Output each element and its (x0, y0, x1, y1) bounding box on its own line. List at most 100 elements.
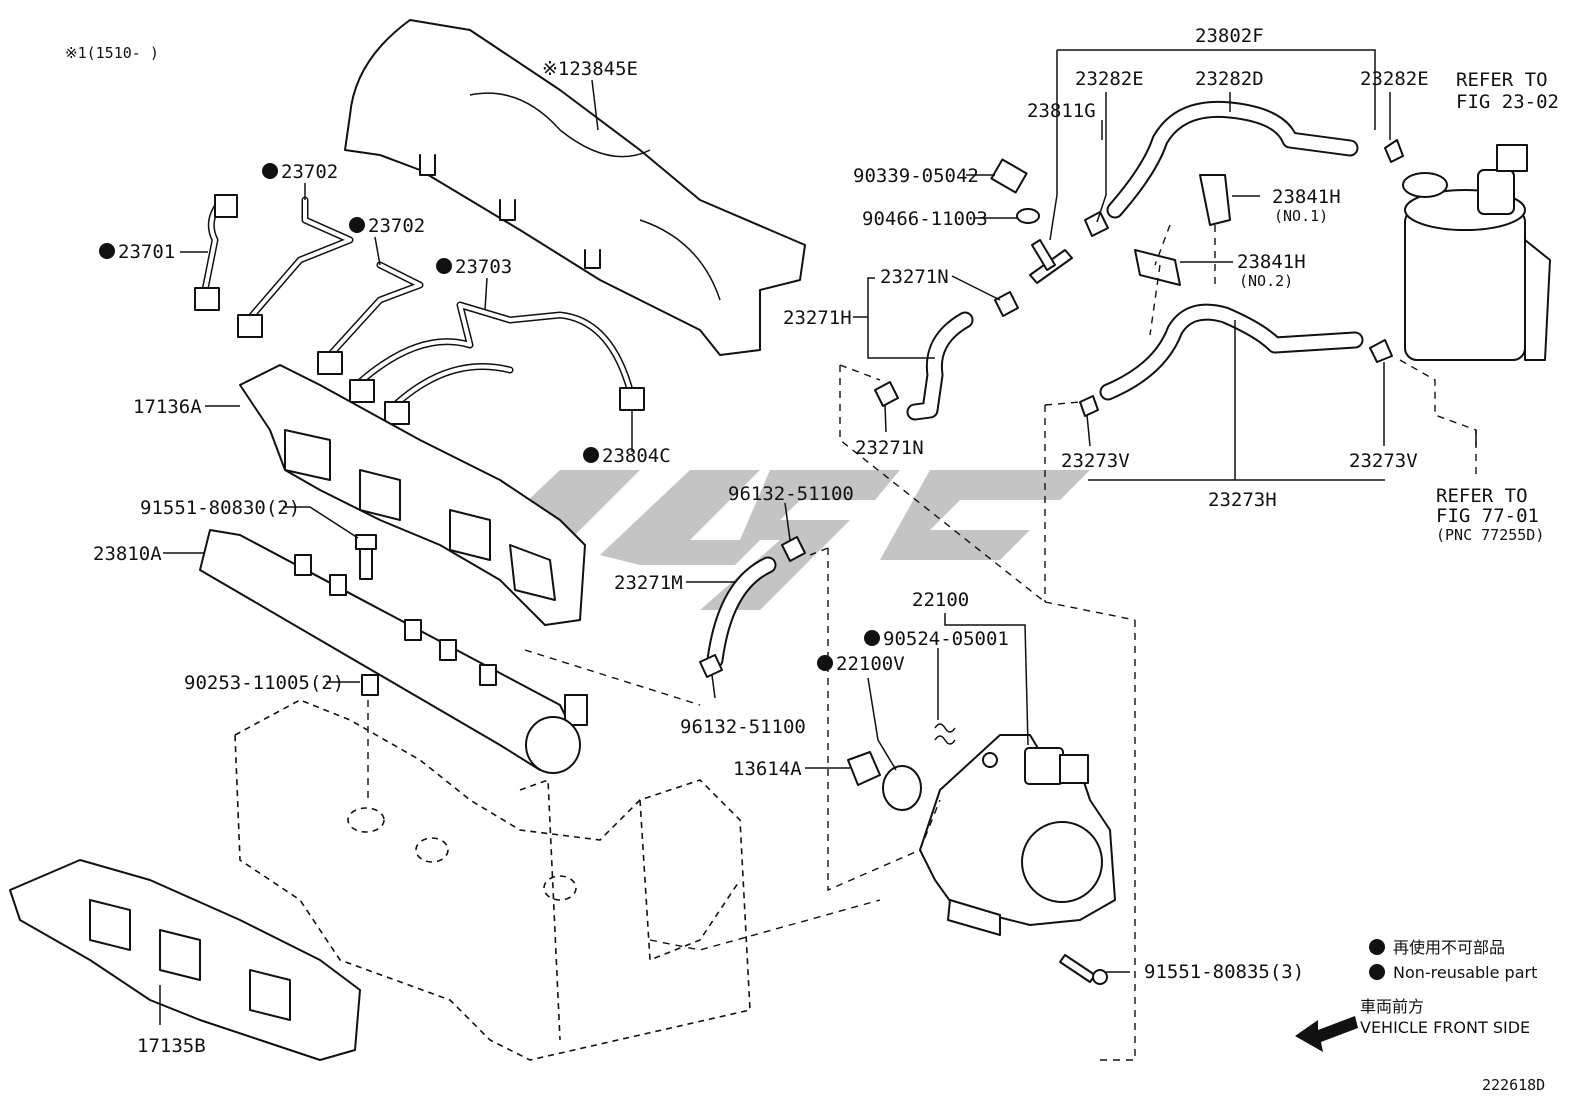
label-23282E-b[interactable]: 23282E (1360, 68, 1429, 90)
part-number-text: 23701 (118, 241, 175, 263)
label-91551-80830[interactable]: 91551-80830(2) (140, 497, 300, 519)
label-23702b[interactable]: 23702 (349, 215, 425, 237)
part-number-text: 23273V (1349, 450, 1418, 472)
clamp-23841H-2[interactable] (1134, 249, 1181, 286)
filled-circle-icon (1369, 964, 1385, 980)
fuel-filter-assembly[interactable] (1402, 144, 1551, 361)
label-23271M[interactable]: 23271M (614, 572, 683, 594)
label-23802F[interactable]: 23802F (1195, 25, 1264, 47)
clamp-23841H-1[interactable] (1199, 174, 1231, 226)
clamp-23271N-a[interactable] (994, 291, 1019, 317)
label-23271N-b[interactable]: 23271N (855, 437, 924, 459)
clamp-96132-51100-b[interactable] (699, 654, 723, 678)
label-23811G[interactable]: 23811G (1027, 100, 1096, 122)
hose-23273H[interactable] (1099, 303, 1364, 401)
dashed-routing-lines (367, 224, 1477, 1061)
engine-cover-23845E[interactable] (344, 19, 806, 356)
hose-23271M[interactable] (706, 556, 777, 669)
o-ring-22100V[interactable] (882, 765, 922, 811)
bolt-91551-80830[interactable] (355, 534, 377, 580)
part-number-text: 96132-51100 (680, 716, 806, 738)
label-23702a[interactable]: 23702 (262, 161, 338, 183)
insulator-17136A[interactable] (239, 364, 586, 626)
label-90339-05042[interactable]: 90339-05042 (853, 165, 979, 187)
label-23701[interactable]: 23701 (99, 241, 175, 263)
filled-circle-icon (436, 258, 452, 274)
clamp-96132-51100-a[interactable] (781, 536, 806, 562)
arrow-left-icon (1295, 1016, 1358, 1052)
label-23273V-b[interactable]: 23273V (1349, 450, 1418, 472)
label-23282E-a[interactable]: 23282E (1075, 68, 1144, 90)
legend: 再使用不可部品 Non-reusable part 車両前方 VEHICLE F… (1295, 938, 1537, 1052)
hose-23282D[interactable] (1106, 100, 1359, 219)
label-23845E[interactable]: ※123845E (542, 58, 638, 80)
plug-90339-05042[interactable] (990, 158, 1028, 194)
part-number-text: 23282D (1195, 68, 1264, 90)
clamp-23282E-a[interactable] (1084, 211, 1109, 237)
part-number-text: 23282E (1075, 68, 1144, 90)
label-23841H-2[interactable]: 23841H(NO.2) (1237, 251, 1306, 290)
clamp-23282E-b[interactable] (1384, 139, 1404, 163)
part-number-text: 17135B (137, 1035, 206, 1057)
hose-23271H[interactable] (906, 311, 974, 421)
label-23271N-a[interactable]: 23271N (880, 266, 949, 288)
clamp-23273V-a[interactable] (1079, 395, 1099, 417)
part-13614A[interactable] (847, 751, 881, 786)
legend-front-en: VEHICLE FRONT SIDE (1360, 1018, 1530, 1037)
label-22100[interactable]: 22100 (912, 589, 969, 611)
part-number-text: 23811G (1027, 100, 1096, 122)
label-23841H-1[interactable]: 23841H(NO.1) (1272, 186, 1341, 225)
clamp-23271N-b[interactable] (874, 381, 899, 407)
part-number-text: 23703 (455, 256, 512, 278)
label-17136A[interactable]: 17136A (133, 396, 202, 418)
label-23271H[interactable]: 23271H (783, 307, 852, 329)
supply-pump-22100[interactable] (919, 734, 1116, 936)
part-number-text: 91551-80830(2) (140, 497, 300, 519)
injector-wire-23702a[interactable] (237, 196, 354, 338)
part-number-text: 23271H (783, 307, 852, 329)
clamp-23273V-b[interactable] (1369, 339, 1393, 363)
part-number-text: 23271N (855, 437, 924, 459)
leader-lines (159, 49, 1477, 1025)
insulator-17135B[interactable] (9, 859, 361, 1061)
fuel-rail-23810A[interactable] (199, 529, 588, 774)
injector-wire-23701[interactable] (194, 194, 238, 311)
part-number-text: 17136A (133, 396, 202, 418)
label-23703[interactable]: 23703 (436, 256, 512, 278)
part-number-text: 90466-11003 (862, 208, 988, 230)
label-13614A[interactable]: 13614A (733, 758, 802, 780)
label-23804C[interactable]: 23804C (583, 445, 671, 467)
label-90524-05001[interactable]: 90524-05001 (864, 628, 1009, 650)
label-23282D[interactable]: 23282D (1195, 68, 1264, 90)
part-number-text: 23702 (368, 215, 425, 237)
label-23273H[interactable]: 23273H (1208, 489, 1277, 511)
label-23810A[interactable]: 23810A (93, 543, 162, 565)
label-96132-51100-a[interactable]: 96132-51100 (728, 483, 854, 505)
header-note: ※1(1510- ) (65, 44, 159, 62)
label-96132-51100-b[interactable]: 96132-51100 (680, 716, 806, 738)
label-23273V-a[interactable]: 23273V (1061, 450, 1130, 472)
pipe-23811G[interactable] (1029, 239, 1073, 284)
bolt-91551-80835[interactable] (1059, 954, 1108, 985)
part-sub-text: (NO.1) (1274, 207, 1328, 225)
legend-non-reusable-jp: 再使用不可部品 (1393, 938, 1505, 957)
label-17135B[interactable]: 17135B (137, 1035, 206, 1057)
part-labels: ※123845E 23702 23702 23701 23703 17136A 23804C… (93, 25, 1429, 1057)
filled-circle-icon (817, 655, 833, 671)
label-22100V[interactable]: 22100V (817, 653, 905, 675)
label-91551-80835[interactable]: 91551-80835(3) (1144, 961, 1304, 983)
legend-non-reusable-en: Non-reusable part (1393, 963, 1537, 982)
clip-90466-11003[interactable] (1016, 208, 1040, 224)
filled-circle-icon (99, 243, 115, 259)
part-number-text: 23273V (1061, 450, 1130, 472)
label-90253-11005[interactable]: 90253-11005(2) (184, 672, 344, 694)
part-number-text: 90339-05042 (853, 165, 979, 187)
insulator-90253-11005[interactable] (361, 674, 379, 696)
filled-circle-icon (349, 217, 365, 233)
injector-wire-23703[interactable] (349, 301, 645, 425)
label-90466-11003[interactable]: 90466-11003 (862, 208, 988, 230)
part-number-text: 23702 (281, 161, 338, 183)
injector-wire-23702b[interactable] (317, 261, 424, 375)
part-number-text: 90253-11005(2) (184, 672, 344, 694)
part-number-text: 91551-80835(3) (1144, 961, 1304, 983)
